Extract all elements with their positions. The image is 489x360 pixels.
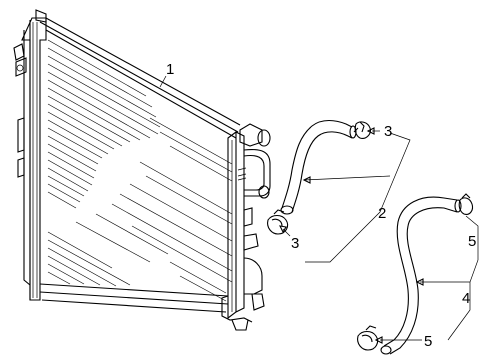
- callout-4: 4: [462, 290, 470, 307]
- callout-1: 1: [166, 61, 174, 78]
- lower-hose-clamp-top: [458, 193, 474, 215]
- callout-5-bottom: 5: [424, 333, 432, 350]
- upper-radiator-hose: [280, 119, 357, 215]
- lower-hose-clamp-bottom: [357, 325, 379, 351]
- upper-hose-clamp-top: [353, 121, 371, 139]
- lower-radiator-hose: [380, 196, 462, 355]
- callout-3-top: 3: [384, 123, 392, 140]
- leader-lines: [159, 75, 479, 344]
- callout-2: 2: [378, 205, 386, 222]
- callout-5-top: 5: [468, 233, 476, 250]
- radiator: [13, 9, 271, 331]
- upper-hose-clamp-bottom: [267, 209, 289, 235]
- radiator-core-fins: [47, 39, 233, 302]
- callout-3-bottom: 3: [291, 235, 299, 252]
